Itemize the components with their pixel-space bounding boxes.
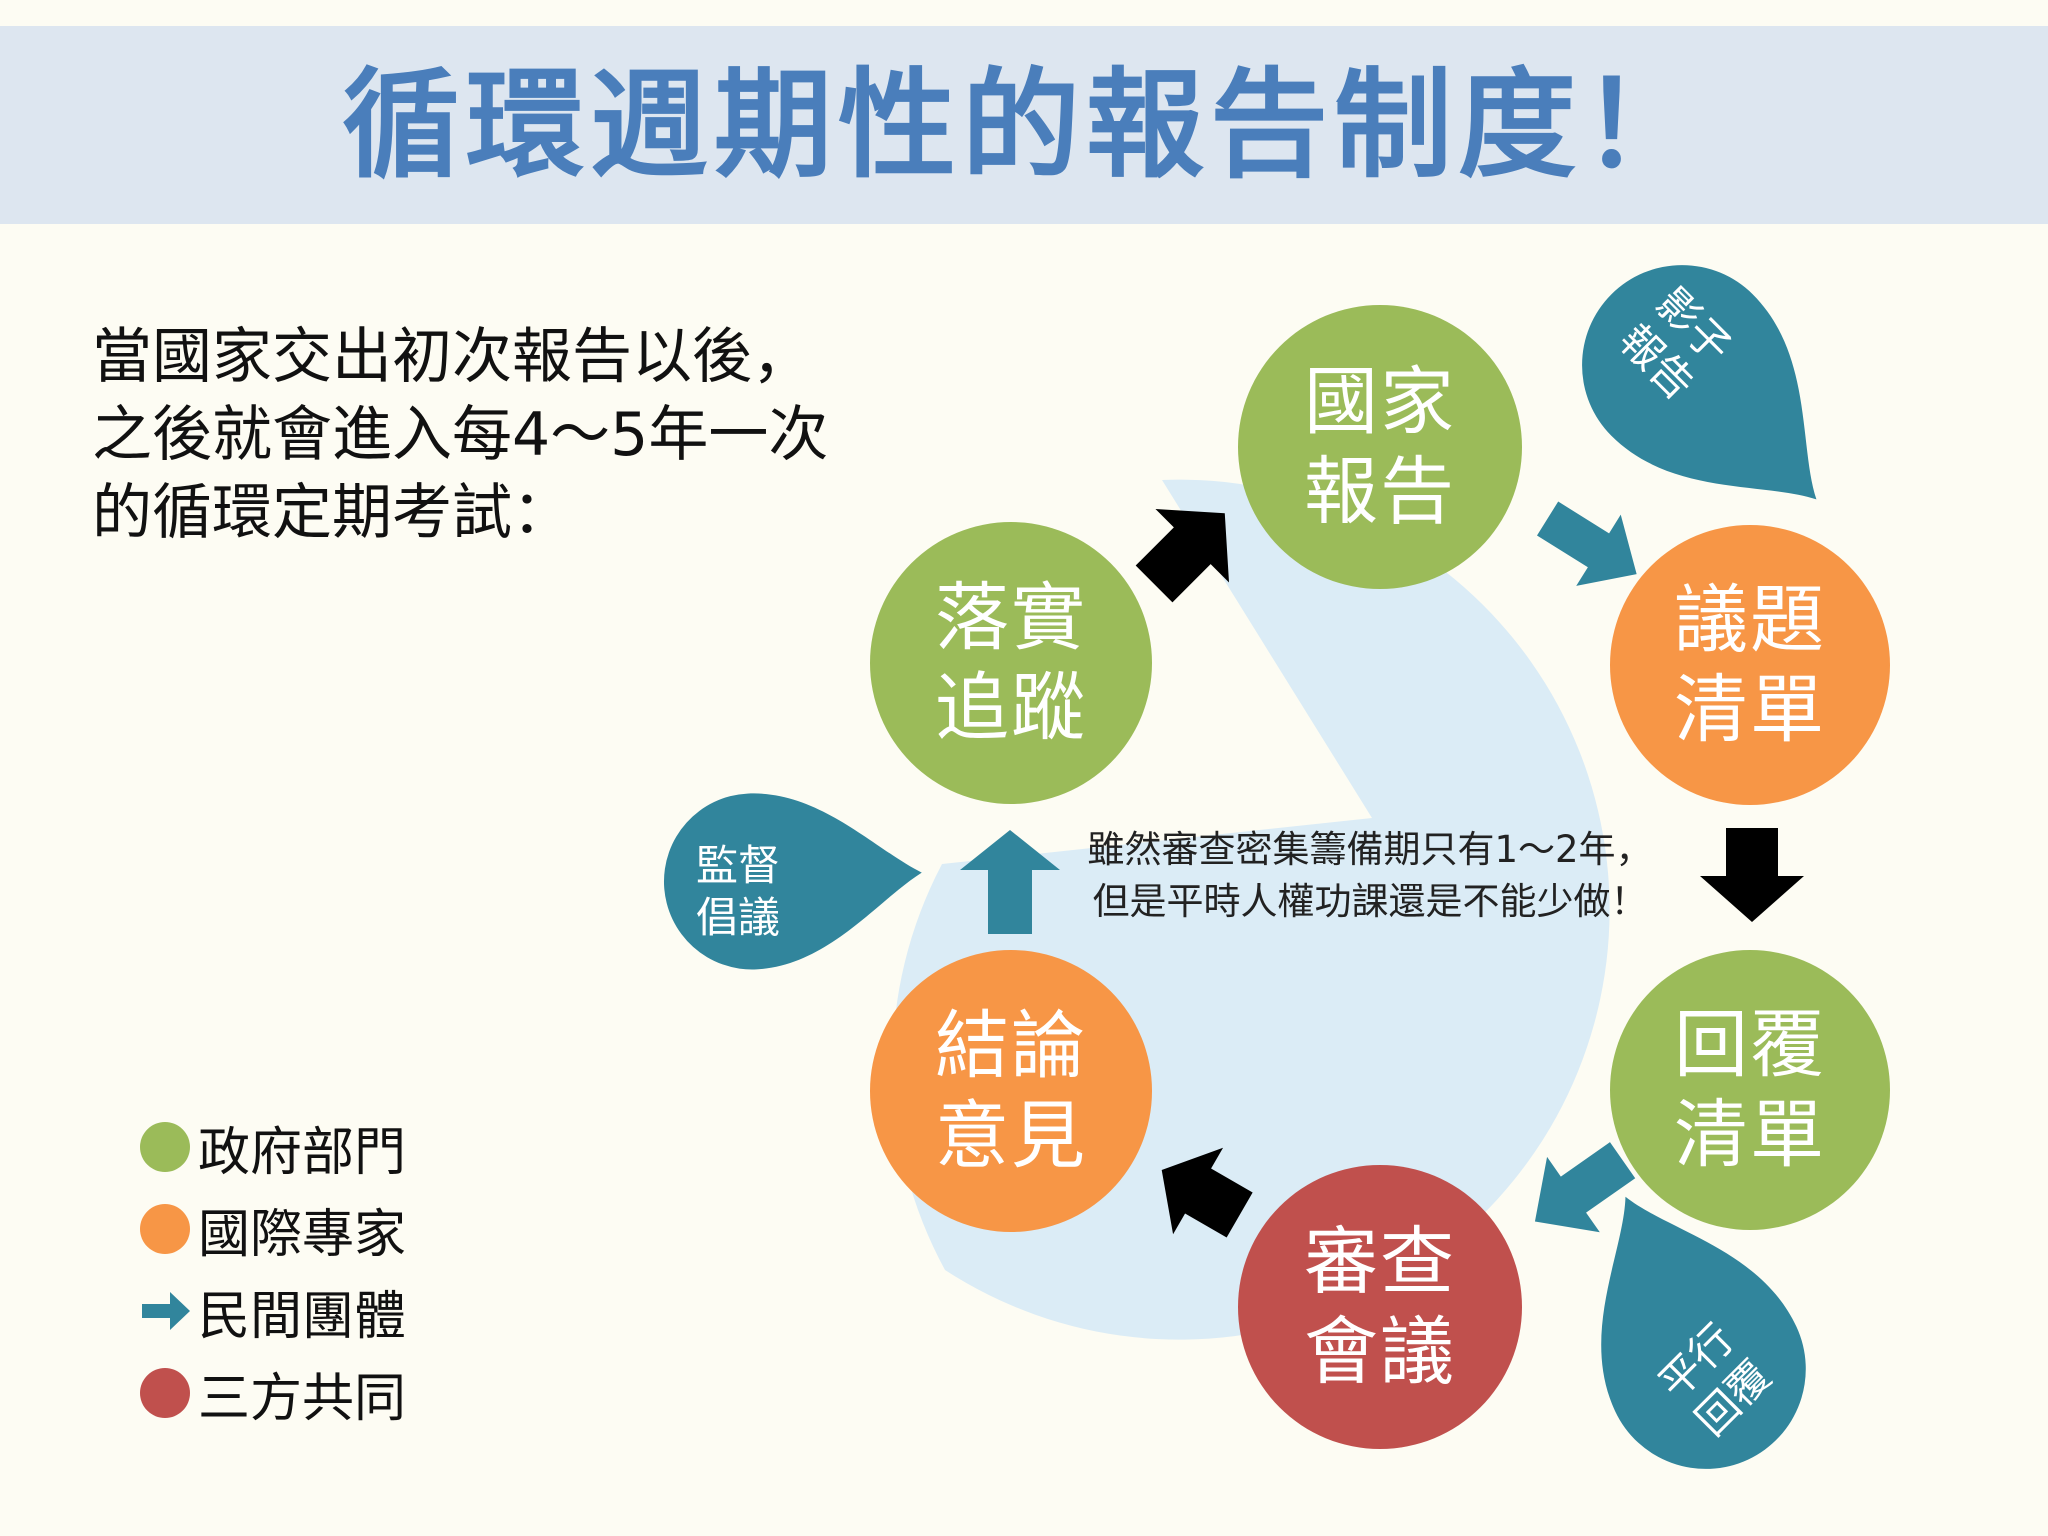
legend: 政府部門 國際專家 民間團體 三方共同 (140, 1106, 406, 1434)
red-dot-icon (140, 1368, 190, 1418)
drop-label: 監督 (695, 841, 780, 890)
arrow-reply-to-meeting (1534, 1142, 1636, 1233)
legend-item-joint: 三方共同 (140, 1352, 406, 1434)
shadow-report-drop-shape (1582, 265, 1817, 500)
legend-item-experts: 國際專家 (140, 1188, 406, 1270)
arrow-conclusion-to-tracking (960, 830, 1060, 934)
arrow-right-icon (142, 1292, 190, 1330)
intro-line: 當國家交出初次報告以後， (92, 322, 812, 392)
stage-implementation-tracking: 落實 追蹤 (870, 522, 1152, 804)
arrow-meeting-to-conclusion (1161, 1147, 1253, 1238)
stage-label: 清單 (1674, 1092, 1826, 1178)
legend-label: 三方共同 (198, 1368, 407, 1429)
stage-label: 國家 (1304, 359, 1456, 445)
legend-label: 政府部門 (198, 1122, 407, 1183)
stage-label: 追蹤 (935, 665, 1087, 751)
orange-dot-icon (140, 1204, 190, 1254)
stage-issue-list: 議題 清單 (1610, 525, 1890, 805)
stage-review-meeting: 審查 會議 (1238, 1165, 1522, 1449)
stage-label: 議題 (1674, 577, 1826, 663)
stage-concluding-observations: 結論 意見 (870, 950, 1152, 1232)
stage-label: 結論 (935, 1003, 1087, 1089)
title-banner (0, 26, 2048, 224)
arrow-report-to-issues (1536, 501, 1637, 586)
stage-label: 回覆 (1674, 1002, 1826, 1088)
legend-item-civil: 民間團體 (140, 1270, 406, 1352)
note-line: 雖然審查密集籌備期只有1～2年， (1087, 828, 1653, 871)
arrow-tracking-to-report (1135, 508, 1230, 603)
parallel-reply-drop-shape (1601, 1196, 1806, 1469)
center-note: 雖然審查密集籌備期只有1～2年， 但是平時人權功課還是不能少做！ (1040, 824, 1700, 928)
intro-text: 當國家交出初次報告以後， 之後就會進入每4～5年一次 的循環定期考試： (92, 318, 952, 552)
stage-label: 意見 (935, 1093, 1087, 1179)
arrow-issues-to-reply (1700, 828, 1804, 922)
stage-label: 落實 (935, 575, 1087, 661)
legend-item-government: 政府部門 (140, 1106, 406, 1188)
stage-reply-list: 回覆 清單 (1610, 950, 1890, 1230)
stage-label: 清單 (1674, 667, 1826, 753)
green-dot-icon (140, 1122, 190, 1172)
intro-line: 之後就會進入每4～5年一次 (92, 400, 829, 470)
stage-national-report: 國家 報告 (1238, 305, 1522, 589)
stage-label: 會議 (1304, 1309, 1456, 1395)
stage-label: 審查 (1304, 1219, 1456, 1305)
stage-label: 報告 (1304, 449, 1456, 535)
legend-label: 國際專家 (198, 1204, 407, 1265)
page-title: 循環週期性的報告制度！ (341, 56, 1706, 194)
legend-label: 民間團體 (198, 1286, 407, 1347)
monitoring-advocacy-drop-shape (664, 793, 922, 970)
intro-line: 的循環定期考試： (92, 478, 572, 548)
note-line: 但是平時人權功課還是不能少做！ (1092, 880, 1648, 923)
drop-monitoring-advocacy: 監督 倡議 (638, 840, 838, 944)
drop-label: 倡議 (695, 893, 780, 942)
